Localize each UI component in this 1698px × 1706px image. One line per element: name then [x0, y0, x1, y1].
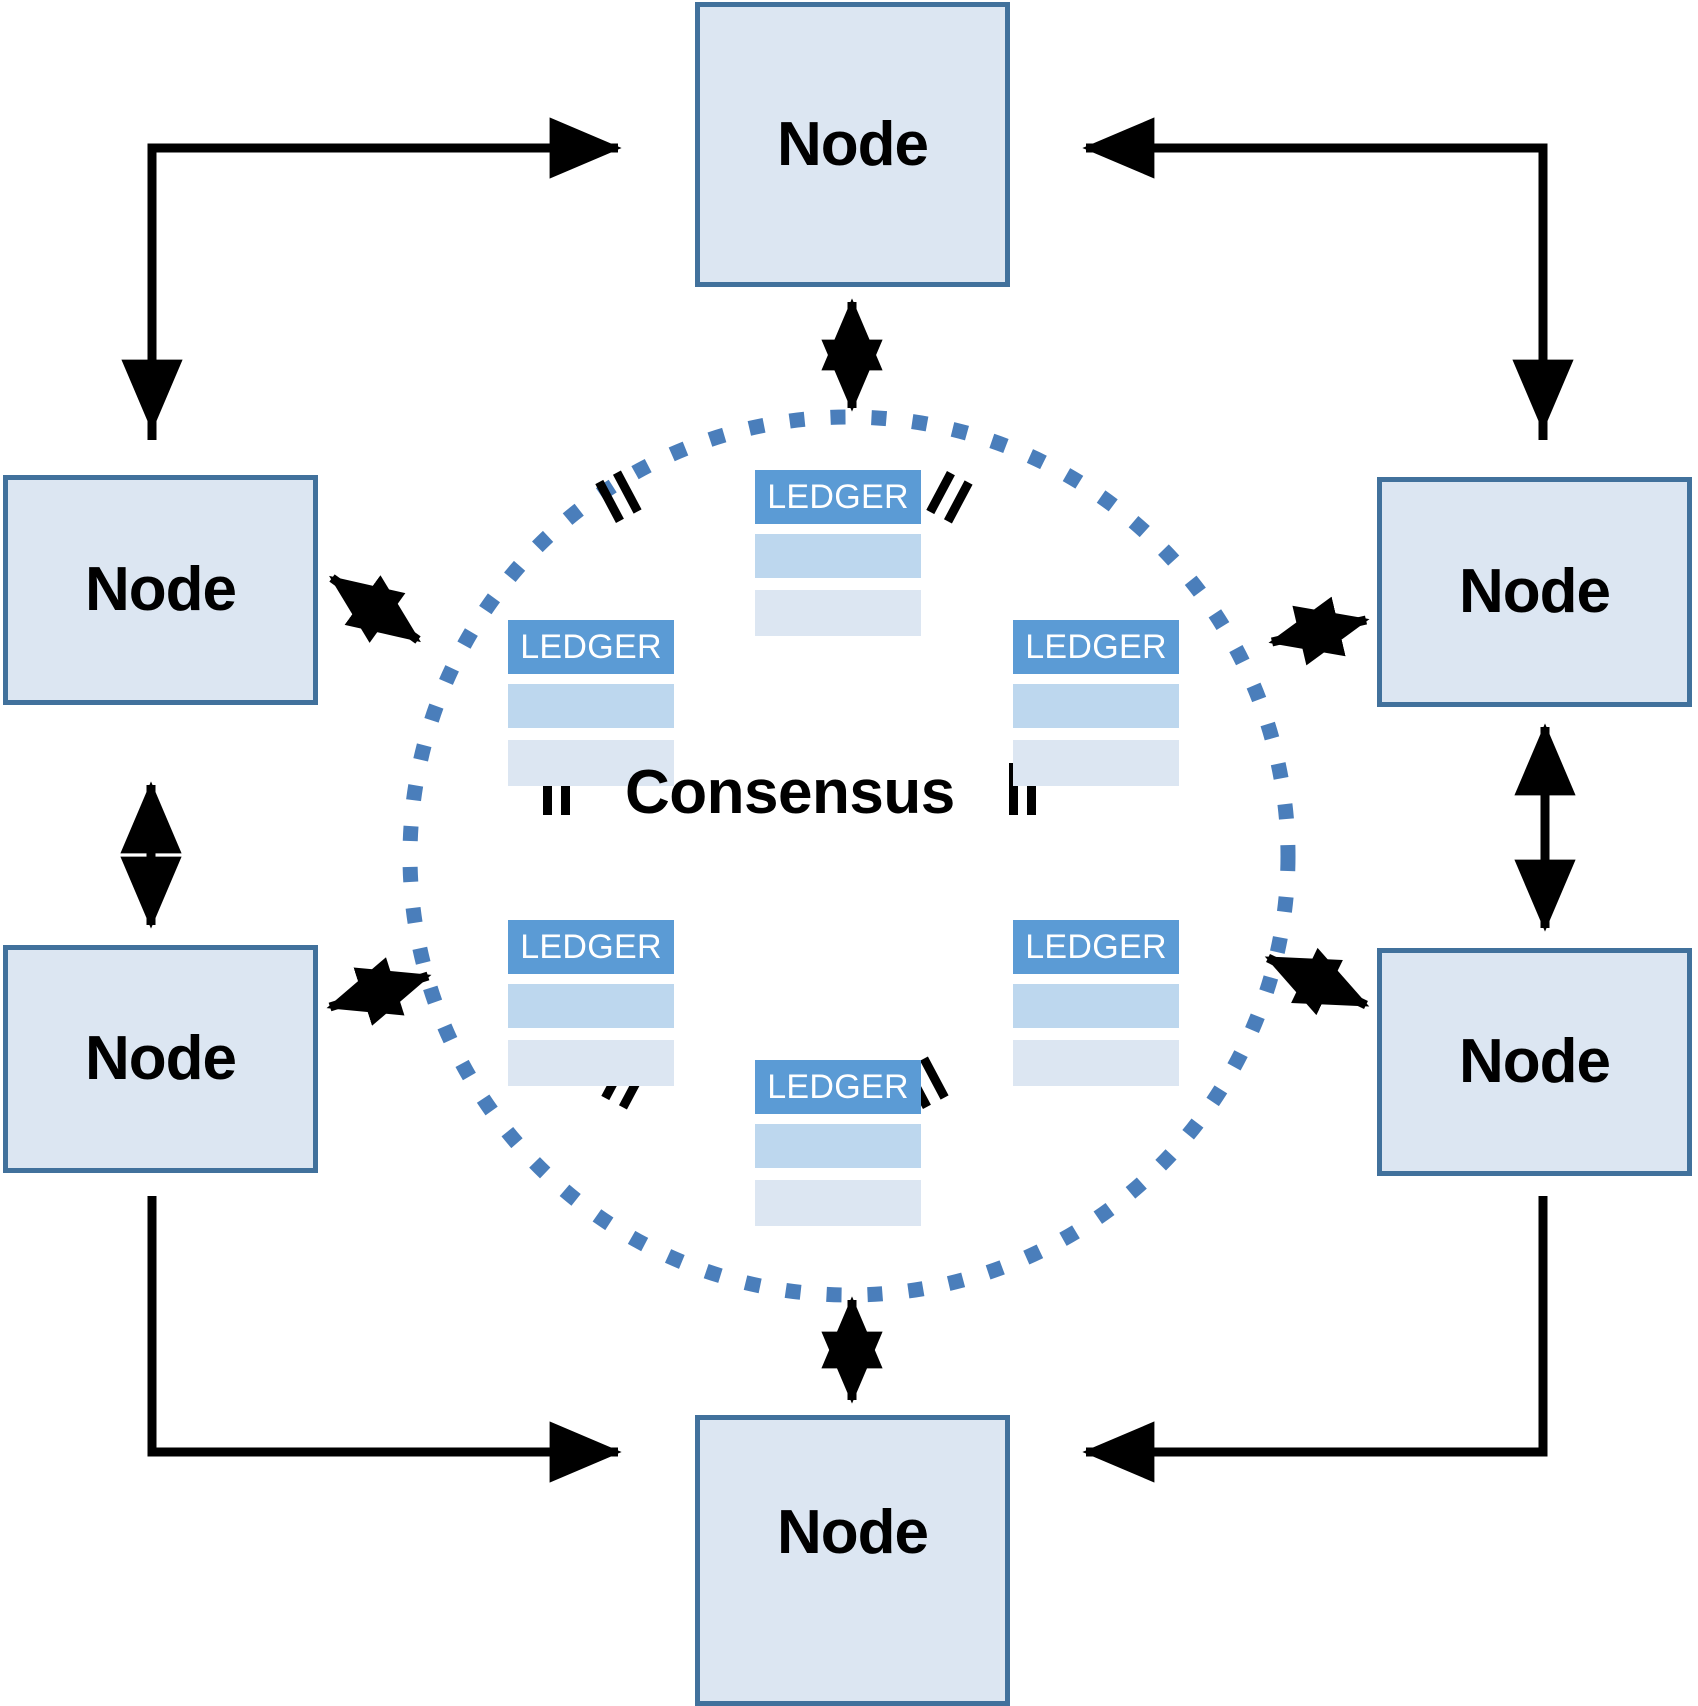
- ledger-upper-left[interactable]: LEDGER: [508, 620, 674, 786]
- node-left-top[interactable]: Node: [3, 475, 318, 705]
- ledger-header: LEDGER: [1013, 920, 1179, 974]
- consensus-label: Consensus: [625, 758, 955, 827]
- node-label: Node: [1459, 1027, 1611, 1096]
- equals-mark-middle-right: [1009, 763, 1036, 815]
- ledger-lower-left[interactable]: LEDGER: [508, 920, 674, 1086]
- ledger-row-2: [1013, 1040, 1179, 1086]
- ledger-top[interactable]: LEDGER: [755, 470, 921, 636]
- node-label: Node: [777, 109, 929, 179]
- ledger-header: LEDGER: [755, 1060, 921, 1114]
- node-label: Node: [85, 555, 237, 624]
- ledger-row-1: [508, 984, 674, 1028]
- ledger-row-2: [755, 590, 921, 636]
- arrow-left-bottom-to-bottom: [147, 1196, 622, 1483]
- arrow-left-top-to-top: [121, 117, 622, 440]
- ledger-upper-right[interactable]: LEDGER: [1013, 620, 1179, 786]
- arrow-right-top-to-top: [1082, 117, 1574, 440]
- node-bottom[interactable]: Node: [695, 1415, 1010, 1706]
- node-label: Node: [1459, 557, 1611, 626]
- ledger-bottom[interactable]: LEDGER: [755, 1060, 921, 1226]
- equals-mark-upper-left: [595, 470, 642, 523]
- consensus-boundary-circle: [402, 409, 1296, 1303]
- ledger-header: LEDGER: [755, 470, 921, 524]
- node-right-bottom[interactable]: Node: [1377, 948, 1692, 1176]
- ledger-row-1: [1013, 684, 1179, 728]
- ledger-row-1: [508, 684, 674, 728]
- ledger-row-2: [1013, 740, 1179, 786]
- ledger-row-2: [508, 1040, 674, 1086]
- equals-mark-middle-left: [543, 763, 570, 815]
- ledger-row-1: [755, 534, 921, 578]
- arrow-left-bottom-to-consensus: [326, 957, 432, 1026]
- ledger-row-2: [755, 1180, 921, 1226]
- node-label: Node: [85, 1024, 237, 1093]
- node-top[interactable]: Node: [695, 2, 1010, 287]
- ledger-row-1: [755, 1124, 921, 1168]
- arrow-right-bottom-to-bottom: [1082, 1196, 1548, 1483]
- ledger-header: LEDGER: [1013, 620, 1179, 674]
- node-left-bottom[interactable]: Node: [3, 945, 318, 1173]
- ledger-lower-right[interactable]: LEDGER: [1013, 920, 1179, 1086]
- arrow-right-top-to-consensus: [1268, 596, 1370, 666]
- node-label: Node: [777, 1497, 929, 1567]
- arrow-right-bottom-to-consensus: [1264, 947, 1370, 1016]
- node-right-top[interactable]: Node: [1377, 477, 1692, 707]
- arrow-left-top-to-consensus: [329, 574, 421, 644]
- ledger-row-2: [508, 740, 674, 786]
- ledger-header: LEDGER: [508, 920, 674, 974]
- ledger-row-1: [1013, 984, 1179, 1028]
- equals-mark-upper-right: [926, 471, 973, 524]
- ledger-header: LEDGER: [508, 620, 674, 674]
